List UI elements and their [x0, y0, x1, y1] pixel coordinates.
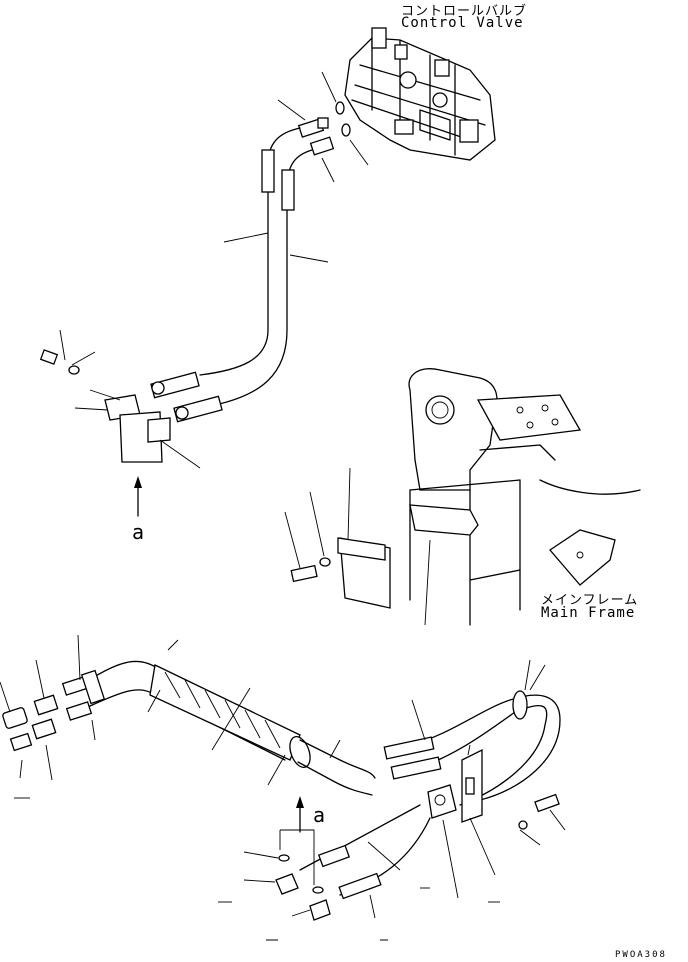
main-frame — [408, 368, 641, 626]
lower-fittings-left — [0, 634, 96, 799]
frame-bracket — [284, 467, 431, 626]
control-valve-label-jp: コントロールバルブ — [401, 4, 528, 19]
valve-fittings — [277, 71, 369, 183]
lower-tube-lines — [299, 804, 500, 919]
lower-hoses — [80, 639, 376, 796]
control-valve — [344, 27, 496, 161]
view-arrow-label-upper: a — [132, 520, 145, 544]
lower-hoses-right — [296, 659, 561, 833]
view-arrow-label-lower: a — [313, 803, 326, 827]
upper-bracket-assembly — [39, 329, 223, 517]
upper-hoses — [199, 127, 329, 406]
lower-small-fittings — [218, 829, 388, 941]
drawing-code: PWOA308 — [615, 950, 667, 960]
main-frame-label-en: Main Frame — [541, 605, 636, 621]
control-valve-label-en: Control Valve — [401, 15, 524, 31]
main-frame-label-jp: メインフレーム — [541, 593, 639, 608]
lower-bracket — [427, 744, 566, 899]
